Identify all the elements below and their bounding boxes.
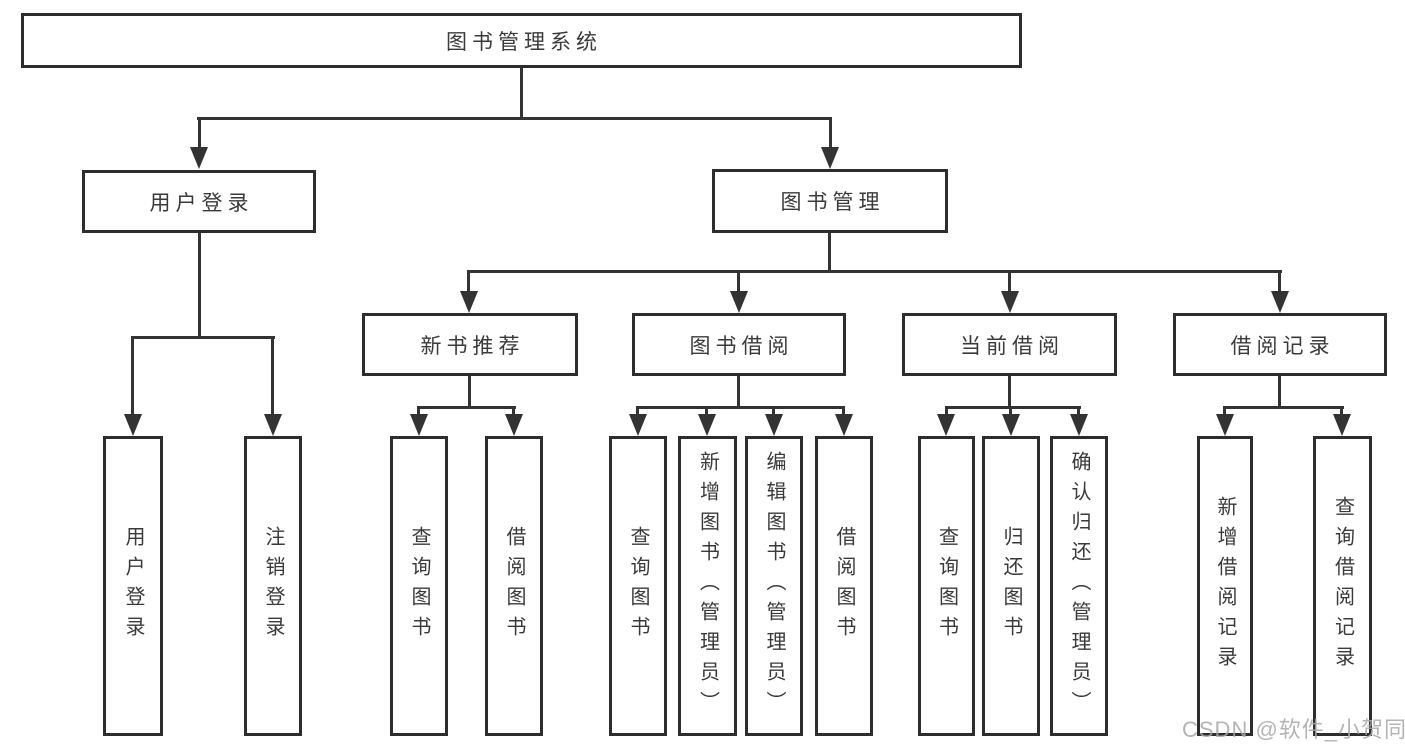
connector-line	[271, 336, 274, 416]
leaf-edit-books-admin: 编辑图书（管理员）	[745, 436, 803, 736]
connector-line	[828, 233, 831, 273]
node-label: 用户登录	[149, 191, 254, 215]
leaf-return-books: 归还图书	[982, 436, 1040, 736]
leaf-confirm-return-admin: 确认归还（管理员）	[1050, 436, 1108, 736]
connector-line	[1009, 406, 1012, 416]
connector-line	[945, 406, 948, 416]
connector-line	[1340, 406, 1343, 416]
arrow-down-icon	[264, 414, 282, 436]
leaf-borrow-books-recommend: 借阅图书	[485, 436, 543, 736]
connector-line	[198, 117, 201, 149]
node-book-management-system: 图书管理系统	[21, 13, 1022, 68]
leaf-label: 查询图书	[408, 526, 430, 646]
leaf-add-books-admin: 新增图书（管理员）	[678, 436, 737, 736]
node-current-borrowing: 当前借阅	[902, 313, 1117, 376]
arrow-down-icon	[190, 147, 208, 169]
connector-line	[705, 406, 708, 416]
leaf-label: 新增图书（管理员）	[696, 451, 719, 721]
arrow-down-icon	[1271, 291, 1289, 313]
arrow-down-icon	[1001, 291, 1019, 313]
arrow-down-icon	[1333, 414, 1351, 436]
node-borrowing-records: 借阅记录	[1173, 313, 1387, 376]
connector-line	[829, 117, 832, 149]
leaf-label: 查询图书	[627, 526, 649, 646]
arrow-down-icon	[835, 414, 853, 436]
arrow-down-icon	[1070, 414, 1088, 436]
leaf-user-login: 用户登录	[103, 436, 163, 736]
csdn-watermark: CSDN @软件_小贺同学	[1182, 717, 1405, 742]
leaf-query-books-recommend: 查询图书	[390, 436, 448, 736]
connector-line	[132, 336, 275, 339]
leaf-label: 查询借阅记录	[1331, 496, 1354, 676]
node-label: 图书管理系统	[446, 30, 602, 54]
node-book-management: 图书管理	[712, 169, 948, 233]
connector-line	[636, 406, 639, 416]
node-label: 新书推荐	[420, 334, 525, 358]
arrow-down-icon	[505, 414, 523, 436]
leaf-query-books-current: 查询图书	[918, 436, 975, 736]
connector-line	[468, 270, 1282, 273]
leaf-query-borrow-record: 查询借阅记录	[1313, 436, 1372, 736]
connector-line	[1223, 406, 1226, 416]
leaf-label: 查询图书	[935, 526, 958, 646]
leaf-query-books-borrowing: 查询图书	[609, 436, 667, 736]
connector-line	[512, 406, 515, 416]
connector-line	[945, 406, 1081, 409]
node-label: 当前借阅	[960, 334, 1064, 358]
connector-line	[842, 406, 845, 416]
arrow-down-icon	[629, 414, 647, 436]
connector-line	[1077, 406, 1080, 416]
connector-line	[636, 406, 845, 409]
connector-line	[197, 117, 831, 120]
arrow-down-icon	[460, 291, 478, 313]
connector-line	[737, 376, 740, 408]
connector-line	[418, 406, 516, 409]
leaf-borrow-books-borrowing: 借阅图书	[815, 436, 873, 736]
node-book-borrowing: 图书借阅	[632, 313, 846, 376]
arrow-down-icon	[765, 414, 783, 436]
leaf-label: 借阅图书	[833, 526, 855, 646]
node-label: 图书借阅	[689, 334, 794, 358]
leaf-label: 确认归还（管理员）	[1068, 451, 1090, 721]
arrow-down-icon	[698, 414, 716, 436]
connector-line	[131, 336, 134, 416]
arrow-down-icon	[1216, 414, 1234, 436]
arrow-down-icon	[124, 414, 142, 436]
connector-line	[520, 68, 523, 120]
node-label: 借阅记录	[1230, 334, 1335, 358]
connector-line	[1008, 270, 1011, 291]
node-label: 图书管理	[780, 191, 885, 214]
leaf-add-borrow-record: 新增借阅记录	[1197, 436, 1253, 736]
connector-line	[198, 233, 201, 339]
arrow-down-icon	[821, 147, 839, 169]
arrow-down-icon	[937, 414, 955, 436]
node-user-login: 用户登录	[82, 170, 316, 233]
connector-line	[1008, 376, 1011, 408]
leaf-label: 借阅图书	[503, 526, 525, 646]
arrow-down-icon	[410, 414, 428, 436]
connector-line	[467, 270, 470, 291]
leaf-label: 注销登录	[262, 526, 284, 646]
arrow-down-icon	[1002, 414, 1020, 436]
leaf-label: 编辑图书（管理员）	[763, 451, 785, 721]
connector-line	[1278, 270, 1281, 291]
node-new-book-recommend: 新书推荐	[362, 313, 578, 376]
connector-line	[737, 270, 740, 291]
leaf-label: 归还图书	[1000, 526, 1022, 646]
connector-line	[468, 376, 471, 408]
connector-line	[1224, 406, 1344, 409]
leaf-label: 用户登录	[122, 526, 144, 646]
connector-line	[417, 406, 420, 416]
arrow-down-icon	[730, 291, 748, 313]
connector-line	[1278, 376, 1281, 408]
connector-line	[772, 406, 775, 416]
leaf-label: 新增借阅记录	[1214, 496, 1236, 676]
leaf-logout: 注销登录	[244, 436, 302, 736]
